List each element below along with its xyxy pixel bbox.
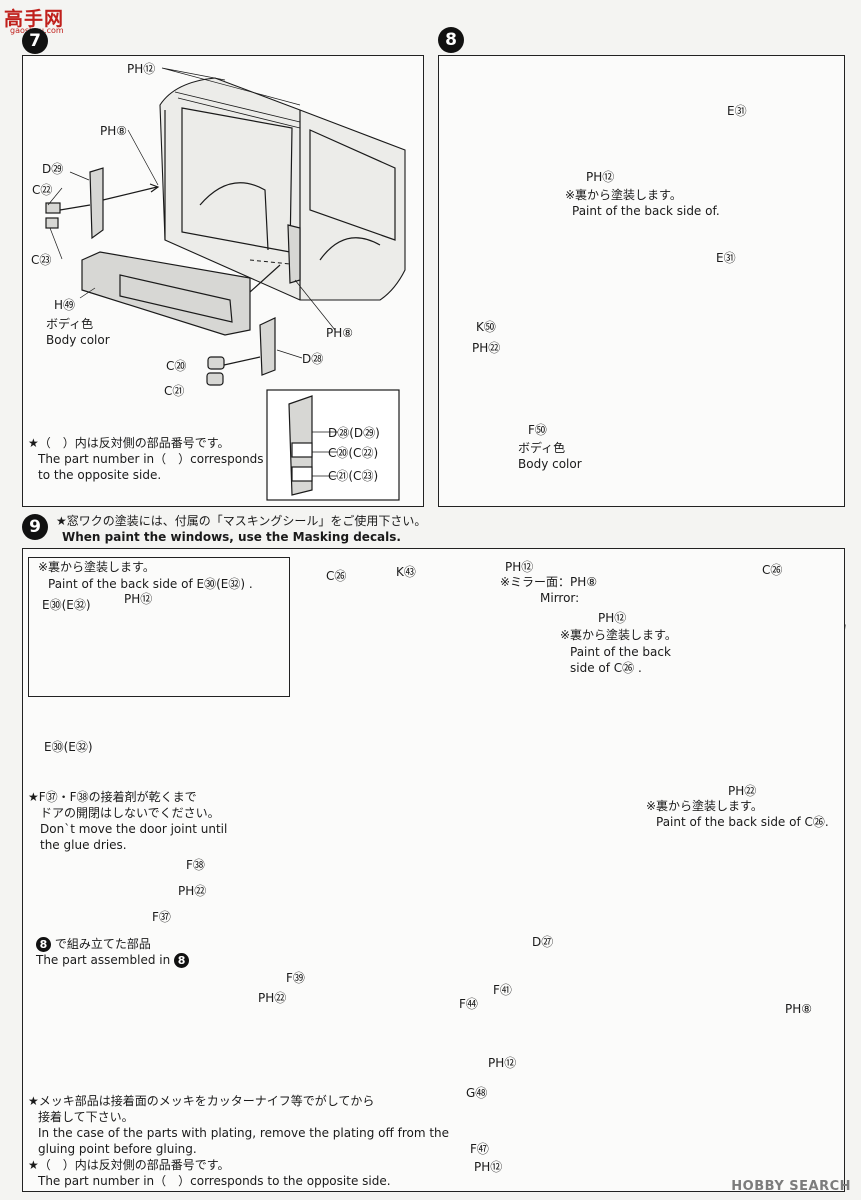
- step9-label-ph22-right: PH㉒: [728, 784, 757, 798]
- step9-label-f47: F㊼: [470, 1142, 489, 1156]
- step8-label-f50: F㊿: [528, 423, 547, 437]
- step9-mirror-en: Mirror:: [540, 591, 580, 605]
- step7-c20-part: [207, 356, 225, 370]
- step9-label-d27: D㉗: [532, 935, 554, 949]
- step9-label-ph12-c: PH⑫: [474, 1160, 503, 1174]
- step9-label-f39: F㊴: [286, 971, 305, 985]
- step8-label-e31-top: E㉛: [727, 104, 747, 118]
- step8-label-k70: K㊿: [476, 320, 496, 334]
- step9-paint-c26-en1: Paint of the back: [570, 645, 671, 659]
- step9-mirror-jp: ※ミラー面：PH⑧: [500, 575, 598, 589]
- step7-c23-part: [45, 217, 59, 229]
- step7-note-en-1: The part number in（ ）corresponds: [38, 452, 264, 466]
- step7-label-body-color-en: Body color: [46, 333, 110, 347]
- step9-footer-en1: In the case of the parts with plating, r…: [38, 1126, 450, 1140]
- step9-label-ph12-mirror: PH⑫: [505, 560, 534, 574]
- step9-footer-en2: gluing point before gluing.: [38, 1142, 197, 1156]
- step8-badge: 8: [438, 27, 464, 53]
- step9-inset-paint-jp: ※裏から塗装します。: [38, 560, 155, 574]
- step9-paint-bottom-jp: ※裏から塗装します。: [646, 799, 763, 813]
- step9-header-jp: ★窓ワクの塗装には、付属の「マスキングシール」をご使用下さい。: [56, 514, 427, 528]
- step9-footer-jp3: ★（ ）内は反対側の部品番号です。: [28, 1158, 230, 1172]
- step9-label-ph8: PH⑧: [785, 1002, 813, 1016]
- step9-panel: [22, 548, 845, 1192]
- step9-label-k63: K㊸: [396, 565, 416, 579]
- step7-d29-part: [89, 167, 104, 240]
- step7-label-c23: C㉓: [31, 253, 52, 267]
- step7-note-jp: ★（ ）内は反対側の部品番号です。: [28, 436, 230, 450]
- step9-label-g56: G㊽: [466, 1086, 488, 1100]
- hobby-search-watermark: HOBBY SEARCH: [731, 1179, 851, 1194]
- step9-inset-ph12: PH⑫: [124, 592, 153, 606]
- step8-label-ph22: PH㉒: [472, 341, 501, 355]
- step9-label-e30: E㉚(E㉜): [44, 740, 93, 754]
- step8-label-ph12: PH⑫: [586, 170, 615, 184]
- step9-door-jp: ★F㊲・F㊳の接着剤が乾くまで: [28, 790, 197, 804]
- step9-footer-en3: The part number in（ ）corresponds to the …: [38, 1174, 391, 1188]
- step9-label-ph12-b: PH⑫: [488, 1056, 517, 1070]
- step9-door-jp2: ドアの開閉はしないでください。: [40, 806, 220, 820]
- step7-inset-c21: C㉑(C㉓): [328, 469, 379, 483]
- step9-footer-jp2: 接着して下さい。: [38, 1110, 134, 1124]
- step8-paint-en: Paint of the back side of.: [572, 204, 720, 218]
- step9-inset-e30: E㉚(E㉜): [42, 598, 91, 612]
- step7-label-body-color-jp: ボディ色: [46, 317, 94, 331]
- step9-label-ph22-a: PH㉒: [178, 884, 207, 898]
- step9-paint-c26-en2: side of C㉖ .: [570, 661, 642, 675]
- step7-label-c20: C⑳: [166, 359, 187, 373]
- step9-paint-c26-jp: ※裏から塗装します。: [560, 628, 677, 642]
- step8-ref-badge: 8: [36, 937, 51, 952]
- step7-label-h59: H㊾: [54, 298, 76, 312]
- step7-label-ph12: PH⑫: [127, 62, 156, 76]
- step7-d28-part: [259, 317, 276, 376]
- step9-label-ph22-b: PH㉒: [258, 991, 287, 1005]
- step9-assembled-jp: で組み立てた部品: [54, 937, 151, 951]
- step8-body-color-jp: ボディ色: [518, 441, 566, 455]
- step9-assembled-row: 8 で組み立てた部品: [36, 937, 151, 952]
- step7-note-en-2: to the opposite side.: [38, 468, 162, 482]
- step9-label-ph12-right: PH⑫: [598, 611, 627, 625]
- step9-label-f41: F㊶: [493, 983, 512, 997]
- step7-label-c22: C㉒: [32, 183, 53, 197]
- step7-label-ph8-right: PH⑧: [326, 326, 354, 340]
- step7-label-c21: C㉑: [164, 384, 185, 398]
- step7-van-body: [159, 77, 406, 301]
- step8-body-color-en: Body color: [518, 457, 582, 471]
- site-logo: 高手网: [4, 8, 65, 30]
- step9-label-c26-right: C㉖: [762, 563, 783, 577]
- step7-c21-part: [206, 372, 224, 386]
- step9-assembled-en: The part assembled in: [36, 953, 171, 967]
- step7-bumper-part: [81, 251, 251, 336]
- step7-inset-d28: D㉘(D㉙): [328, 426, 380, 440]
- step9-label-f38: F㊳: [186, 858, 205, 872]
- step9-label-c26-left: C㉖: [326, 569, 347, 583]
- step9-inset-frame: [28, 557, 290, 697]
- step9-door-en2: the glue dries.: [40, 838, 127, 852]
- step9-assembled-en-row: The part assembled in 8: [36, 953, 190, 968]
- step8-panel: [438, 55, 845, 507]
- step9-header-en: When paint the windows, use the Masking …: [62, 530, 401, 544]
- step9-door-en1: Don`t move the door joint until: [40, 822, 228, 836]
- step7-label-d28: D㉘: [302, 352, 324, 366]
- step9-footer-jp1: ★メッキ部品は接着面のメッキをカッターナイフ等でがしてから: [28, 1094, 375, 1108]
- step9-label-f44: F㊹: [459, 997, 478, 1011]
- step7-inset-c20: C⑳(C㉒): [328, 446, 379, 460]
- step8-label-e31: E㉛: [716, 251, 736, 265]
- step7-c22-part: [45, 202, 61, 214]
- step8-ref-badge-en: 8: [174, 953, 190, 968]
- step9-badge: 9: [22, 514, 48, 540]
- step7-label-ph8-top: PH⑧: [100, 124, 128, 138]
- step9-inset-paint-en: Paint of the back side of E㉚(E㉜) .: [48, 577, 253, 591]
- step9-label-f37: F㊲: [152, 910, 171, 924]
- step8-paint-jp: ※裏から塗装します。: [565, 188, 682, 202]
- step7-badge: 7: [22, 28, 48, 54]
- step7-label-d29: D㉙: [42, 162, 64, 176]
- step9-paint-bottom-en: Paint of the back side of C㉖.: [656, 815, 829, 829]
